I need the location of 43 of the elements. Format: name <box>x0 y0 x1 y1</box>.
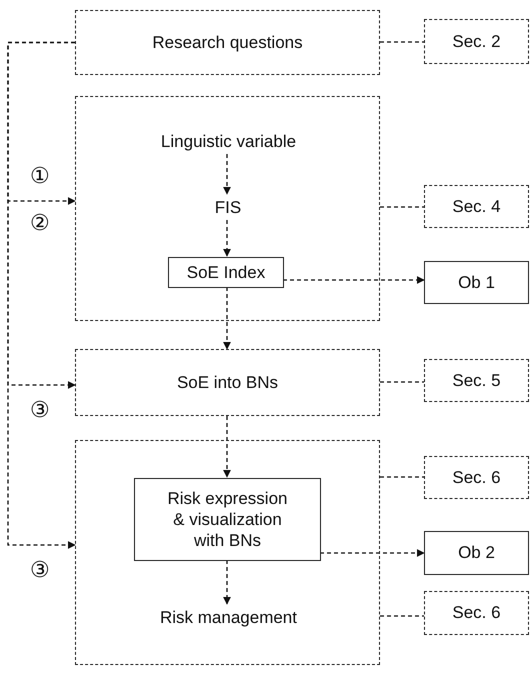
process-box <box>134 478 321 561</box>
dashed-box <box>424 456 529 499</box>
box-label: Sec. 4 <box>452 196 501 218</box>
step-number: ② <box>30 213 50 235</box>
arrow <box>223 154 231 195</box>
box-label: Risk expression & visualization with BNs <box>166 488 288 552</box>
arrow <box>223 287 231 350</box>
arrow <box>223 560 231 605</box>
step-number: ① <box>30 166 50 188</box>
connector-line <box>380 615 424 617</box>
dashed-box <box>424 19 529 64</box>
arrow <box>7 42 76 549</box>
connector-line <box>380 206 424 208</box>
box-label: Sec. 6 <box>452 466 501 488</box>
dashed-frame <box>75 96 380 321</box>
dashed-frame <box>75 440 380 665</box>
arrow <box>283 276 425 284</box>
dashed-box <box>75 349 380 416</box>
box-label: Ob 2 <box>458 542 495 564</box>
arrow <box>223 220 231 257</box>
process-box <box>424 531 529 575</box>
box-label: Sec. 6 <box>452 602 501 624</box>
text-label: FIS <box>201 195 255 221</box>
arrow <box>223 416 231 478</box>
connector-line <box>380 381 424 383</box>
process-box <box>168 257 284 288</box>
process-box <box>424 261 529 304</box>
connector-line <box>380 476 424 478</box>
box-label: SoE into BNs <box>176 372 278 394</box>
box-label: SoE Index <box>186 262 266 284</box>
dashed-box <box>75 10 380 75</box>
box-label: Sec. 5 <box>452 370 501 392</box>
text-label: Linguistic variable <box>141 129 316 155</box>
dashed-box <box>424 591 529 635</box>
box-label: Ob 1 <box>458 272 495 294</box>
step-number: ③ <box>30 400 50 422</box>
box-label: Research questions <box>152 32 303 54</box>
dashed-box <box>424 185 529 228</box>
dashed-box <box>424 359 529 402</box>
arrow <box>320 549 425 557</box>
text-label: Risk management <box>141 605 316 631</box>
box-label: Sec. 2 <box>452 30 501 52</box>
step-number: ③ <box>30 560 50 582</box>
